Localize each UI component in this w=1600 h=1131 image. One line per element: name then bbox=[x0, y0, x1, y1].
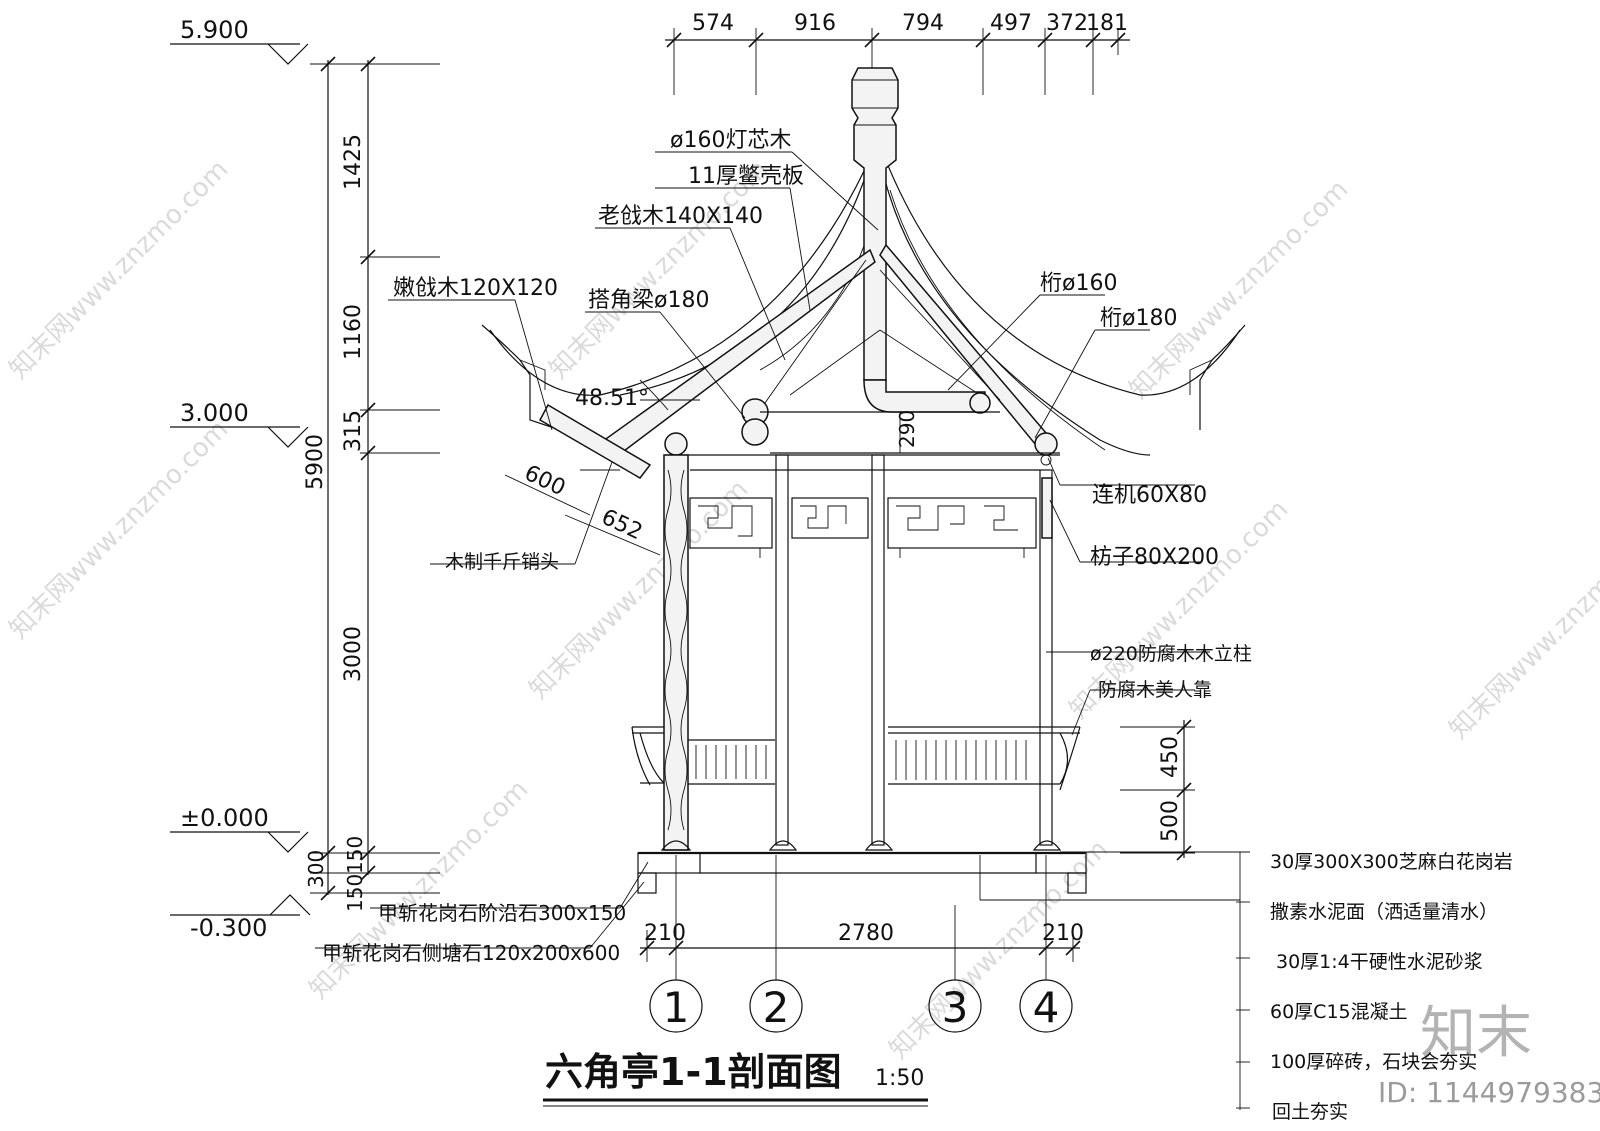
label-corner-beam: 搭角梁ø180 bbox=[588, 288, 709, 313]
axis-markers: 1 2 3 4 bbox=[649, 979, 1073, 1033]
right-dimensions: 450 500 bbox=[1120, 719, 1195, 861]
dim-315: 315 bbox=[341, 410, 366, 452]
right-dim-500: 500 bbox=[1158, 800, 1183, 842]
label-purlin-160: 桁ø160 bbox=[1040, 271, 1117, 296]
dim-150b: 150 bbox=[343, 874, 367, 912]
brand-block: 知末 ID: 1144979383 bbox=[1378, 1001, 1600, 1109]
top-dim-794: 794 bbox=[902, 11, 944, 36]
watermark-7: 知末网www.znzmo.com bbox=[304, 774, 535, 1005]
axis-4: 4 bbox=[1033, 983, 1060, 1032]
top-dim-574: 574 bbox=[692, 11, 734, 36]
top-dim-181: 181 bbox=[1086, 11, 1128, 36]
level-3000: 3.000 bbox=[180, 399, 249, 427]
layer-spec: 30厚300X300芝麻白花岗岩 撒素水泥面（洒适量清水） 30厚1:4干硬性水… bbox=[1270, 851, 1513, 1123]
dim-300: 300 bbox=[304, 850, 328, 888]
right-dim-450: 450 bbox=[1158, 736, 1183, 778]
label-step-stone: 甲斩花岗石阶沿石300x150 bbox=[378, 901, 626, 925]
bench-left bbox=[631, 726, 665, 786]
inner-dim-290: 290 bbox=[895, 410, 919, 448]
label-lianji: 连机60X80 bbox=[1092, 483, 1207, 508]
label-old-rafter: 老戗木140X140 bbox=[598, 204, 763, 229]
column-2 bbox=[775, 454, 789, 846]
layer-4: 60厚C15混凝土 bbox=[1270, 1001, 1408, 1023]
label-tender-rafter: 嫩戗木120X120 bbox=[393, 276, 558, 301]
dim-1160: 1160 bbox=[341, 304, 366, 360]
watermark-8: 知末网www.znzmo.com bbox=[884, 834, 1115, 1065]
level-5900: 5.900 bbox=[180, 16, 249, 44]
layer-3: 30厚1:4干硬性水泥砂浆 bbox=[1276, 951, 1483, 973]
layer-5: 100厚碎砖，石块会夯实 bbox=[1270, 1051, 1477, 1073]
fangzi-block bbox=[1041, 477, 1053, 539]
label-purlin-180: 桁ø180 bbox=[1100, 306, 1177, 331]
top-dim-372: 372 bbox=[1046, 11, 1088, 36]
watermark-1: 知末网www.znzmo.com bbox=[4, 154, 235, 385]
id-label: ID: 1144979383 bbox=[1378, 1076, 1600, 1109]
label-fangzi: 枋子80X200 bbox=[1090, 545, 1219, 570]
level-marks: 5.900 3.000 ±0.000 -0.300 bbox=[170, 16, 311, 942]
title-text: 六角亭1-1剖面图 bbox=[545, 1050, 842, 1094]
roof: 290 48.51° bbox=[481, 67, 1246, 479]
column-4 bbox=[1039, 469, 1053, 846]
watermark-4: 知末网www.znzmo.com bbox=[4, 414, 235, 645]
purlin-circle bbox=[969, 392, 991, 414]
leader-lines bbox=[315, 151, 1250, 1110]
roof-angle: 48.51° bbox=[575, 386, 649, 411]
bottom-dim-210-left: 210 bbox=[644, 921, 686, 946]
bottom-dim-2780: 2780 bbox=[838, 921, 894, 946]
axis-2: 2 bbox=[763, 983, 790, 1032]
label-lantern-core: ø160灯芯木 bbox=[670, 128, 791, 153]
labels: ø160灯芯木 11厚鳖壳板 老戗木140X140 嫩戗木120X120 搭角梁… bbox=[322, 128, 1252, 965]
layer-1: 30厚300X300芝麻白花岗岩 bbox=[1270, 851, 1513, 873]
layer-2: 撒素水泥面（洒适量清水） bbox=[1270, 901, 1498, 923]
label-bench: 防腐木美人靠 bbox=[1098, 679, 1212, 701]
dim-3000: 3000 bbox=[341, 626, 366, 682]
top-dim-916: 916 bbox=[794, 11, 836, 36]
purlin-circle bbox=[741, 418, 769, 446]
axis-1: 1 bbox=[663, 983, 690, 1032]
purlin-circle bbox=[1034, 432, 1058, 456]
left-dimensions: 1425 1160 315 3000 150 300 150 5900 bbox=[303, 56, 440, 912]
frame bbox=[631, 454, 1240, 980]
purlin-circle bbox=[664, 432, 688, 456]
top-dim-497: 497 bbox=[990, 11, 1032, 36]
drawing-title: 六角亭1-1剖面图 1:50 bbox=[543, 1050, 928, 1107]
dim-5900-total: 5900 bbox=[303, 434, 328, 490]
bottom-dimensions: 210 2780 210 bbox=[639, 921, 1084, 962]
title-scale: 1:50 bbox=[875, 1066, 924, 1091]
label-column: ø220防腐木木立柱 bbox=[1090, 643, 1252, 665]
axis-3: 3 bbox=[942, 983, 969, 1032]
column-3 bbox=[871, 454, 885, 846]
watermark-3: 知末网www.znzmo.com bbox=[1124, 174, 1355, 405]
watermark-9: 知末网www.znzmo.com bbox=[1444, 514, 1600, 745]
bench-middle bbox=[688, 726, 1081, 791]
label-turtle-board: 11厚鳖壳板 bbox=[688, 164, 804, 189]
brand-logo: 知末 bbox=[1420, 1001, 1532, 1066]
dim-150a: 150 bbox=[343, 836, 367, 874]
dim-1425: 1425 bbox=[341, 134, 366, 190]
level-0000: ±0.000 bbox=[180, 804, 269, 832]
label-side-stone: 甲斩花岗石侧塘石120x200x600 bbox=[322, 941, 620, 965]
watermark-5: 知末网www.znzmo.com bbox=[524, 474, 755, 705]
bottom-dim-210-right: 210 bbox=[1042, 921, 1084, 946]
layer-6: 回土夯实 bbox=[1272, 1101, 1348, 1123]
top-dimensions: 574 916 794 497 372 181 bbox=[665, 11, 1130, 95]
label-lock-head: 木制千斤销头 bbox=[445, 551, 559, 573]
level-minus0300: -0.300 bbox=[190, 914, 267, 942]
column-1 bbox=[663, 454, 689, 851]
rafter-dim-600: 600 bbox=[520, 461, 569, 501]
